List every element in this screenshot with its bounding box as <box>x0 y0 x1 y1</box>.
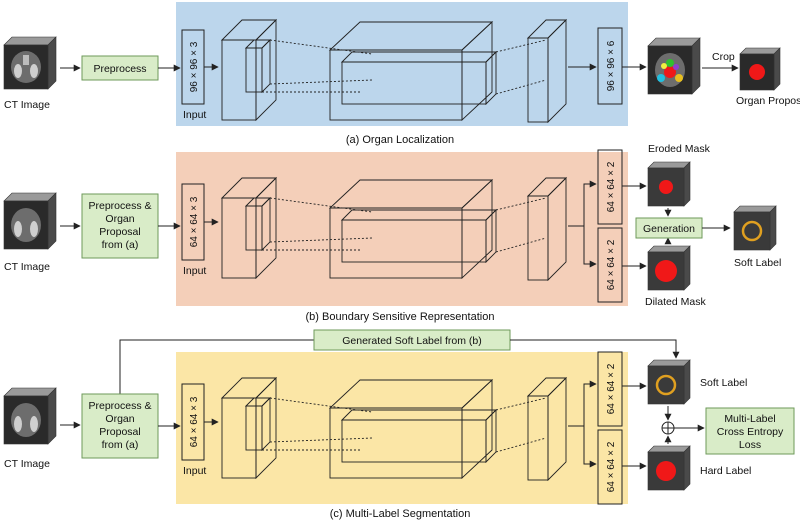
soft-label-label: Soft Label <box>700 377 747 389</box>
preprocess-line-4: from (a) <box>102 239 139 251</box>
ct-image-cube <box>3 387 57 445</box>
dilated-mask-cube <box>647 245 691 291</box>
loss-box <box>705 407 795 455</box>
output-dim-box-top <box>597 149 623 225</box>
preprocess-proposal-box <box>81 193 159 259</box>
output-dim-box <box>597 27 623 105</box>
dilated-mask-label: Dilated Mask <box>645 296 706 308</box>
output-dim-top-label: 64 × 64 × 2 <box>606 363 617 414</box>
soft-label-cube <box>647 359 691 405</box>
output-dim-box-top <box>597 351 623 427</box>
arrow <box>568 380 597 427</box>
preprocess-box <box>81 55 159 81</box>
input-label: Input <box>183 109 206 121</box>
preprocess-line-1: Preprocess & <box>88 400 151 412</box>
output-dim-box-bottom <box>597 227 623 303</box>
loss-line-2: Cross Entropy <box>717 426 784 438</box>
generation-label: Generation <box>643 223 695 235</box>
input-label: Input <box>183 465 206 477</box>
ct-image-label: CT Image <box>4 458 50 470</box>
multi-organ-prediction-cube <box>647 37 701 95</box>
output-dim-top-label: 64 × 64 × 2 <box>606 161 617 212</box>
organ-proposal-label: Organ Proposal <box>736 95 800 107</box>
preprocess-line-2: Organ <box>105 213 134 225</box>
caption-c: (c) Multi-Label Segmentation <box>330 508 471 520</box>
crop-label: Crop <box>712 51 735 63</box>
preprocess-label: Preprocess <box>93 63 146 75</box>
ct-image-cube <box>3 192 57 250</box>
network-organ-localization <box>220 18 568 124</box>
ct-image-cube <box>3 36 57 90</box>
output-dim-box-bottom <box>597 429 623 505</box>
preprocess-line-3: Proposal <box>99 426 140 438</box>
generated-soft-label-text: Generated Soft Label from (b) <box>342 335 482 347</box>
connector-line <box>119 339 314 394</box>
eroded-mask-cube <box>647 161 691 207</box>
ct-image-label: CT Image <box>4 261 50 273</box>
hard-label-label: Hard Label <box>700 465 751 477</box>
input-dim-label: 96 × 96 × 3 <box>189 41 200 92</box>
output-dim-bottom-label: 64 × 64 × 2 <box>606 441 617 492</box>
caption-a: (a) Organ Localization <box>346 134 454 146</box>
panel-organ-localization <box>176 2 628 126</box>
network-boundary-representation <box>220 176 568 282</box>
panel-multi-label-segmentation <box>176 352 628 504</box>
loss-line-3: Loss <box>739 439 761 451</box>
loss-line-1: Multi-Label <box>724 413 775 425</box>
output-dim-bottom-label: 64 × 64 × 2 <box>606 239 617 290</box>
panel-boundary-representation <box>176 152 628 306</box>
arrow <box>583 426 597 468</box>
output-dim-label: 96 × 96 × 6 <box>606 40 617 91</box>
organ-proposal-cube <box>739 47 781 91</box>
soft-label-label: Soft Label <box>734 257 781 269</box>
preprocess-line-4: from (a) <box>102 439 139 451</box>
input-label: Input <box>183 265 206 277</box>
preprocess-proposal-box <box>81 393 159 459</box>
network-multi-label-segmentation <box>220 376 568 482</box>
hard-label-cube <box>647 445 691 491</box>
arrow <box>583 226 597 268</box>
eroded-mask-label: Eroded Mask <box>648 143 711 155</box>
input-dim-label: 64 × 64 × 3 <box>189 396 200 447</box>
ct-image-label: CT Image <box>4 99 50 111</box>
preprocess-line-2: Organ <box>105 413 134 425</box>
soft-label-cube <box>733 205 777 251</box>
input-dim-label: 64 × 64 × 3 <box>189 196 200 247</box>
combine-plus-icon <box>661 421 675 435</box>
preprocess-line-1: Preprocess & <box>88 200 151 212</box>
caption-b: (b) Boundary Sensitive Representation <box>306 311 495 323</box>
arrow <box>568 180 597 227</box>
arrow <box>510 339 680 359</box>
preprocess-line-3: Proposal <box>99 226 140 238</box>
